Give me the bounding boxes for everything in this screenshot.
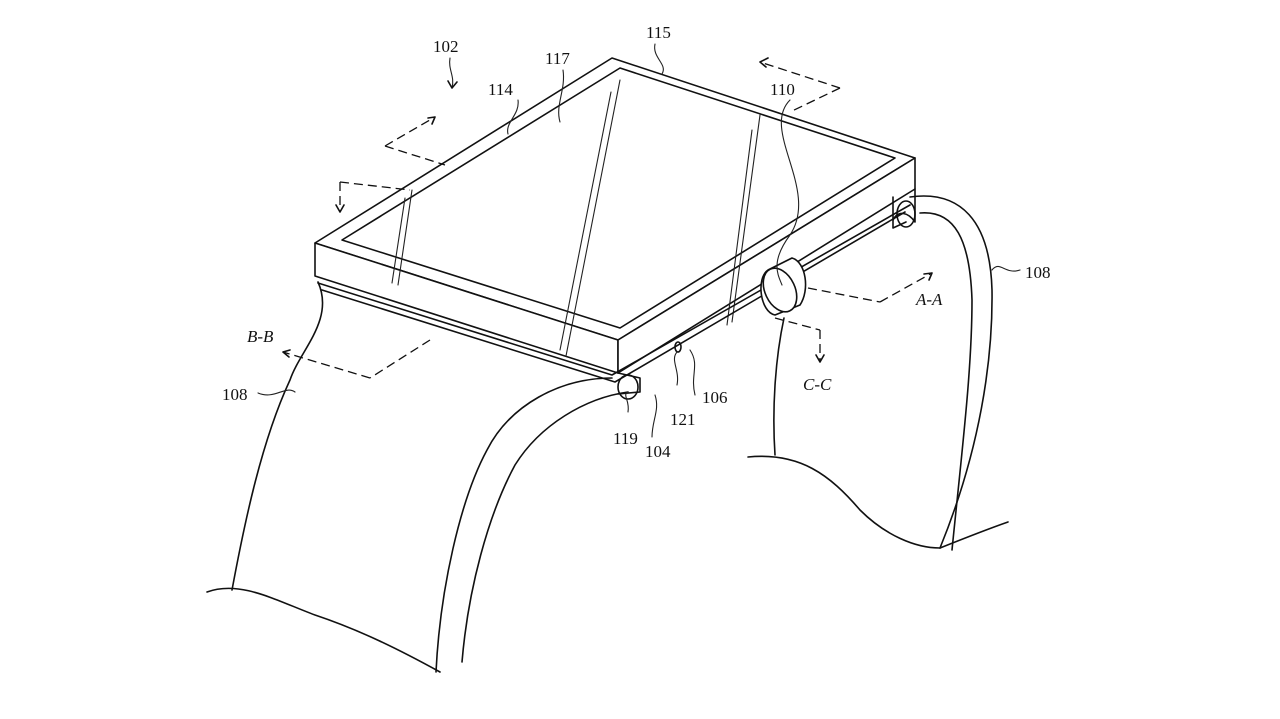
label-110: 110 <box>770 80 795 99</box>
label-121: 121 <box>670 410 696 429</box>
label-section-bb: B-B <box>247 327 274 346</box>
label-117: 117 <box>545 49 570 68</box>
label-106: 106 <box>702 388 728 407</box>
label-108-left: 108 <box>222 385 248 404</box>
label-section-aa: A-A <box>915 290 943 309</box>
label-section-cc: C-C <box>803 375 832 394</box>
label-108-right: 108 <box>1025 263 1051 282</box>
left-band <box>206 281 629 673</box>
label-102: 102 <box>433 37 459 56</box>
crown <box>760 257 807 316</box>
reference-labels: 102 114 117 115 110 108 A-A B-B C-C 108 … <box>222 23 1051 461</box>
watch-body <box>314 57 916 400</box>
label-119: 119 <box>613 429 638 448</box>
label-104: 104 <box>645 442 671 461</box>
label-114: 114 <box>488 80 513 99</box>
leader-lines <box>257 43 1021 438</box>
section-lines <box>282 57 933 379</box>
label-115: 115 <box>646 23 671 42</box>
right-band <box>747 195 1009 551</box>
